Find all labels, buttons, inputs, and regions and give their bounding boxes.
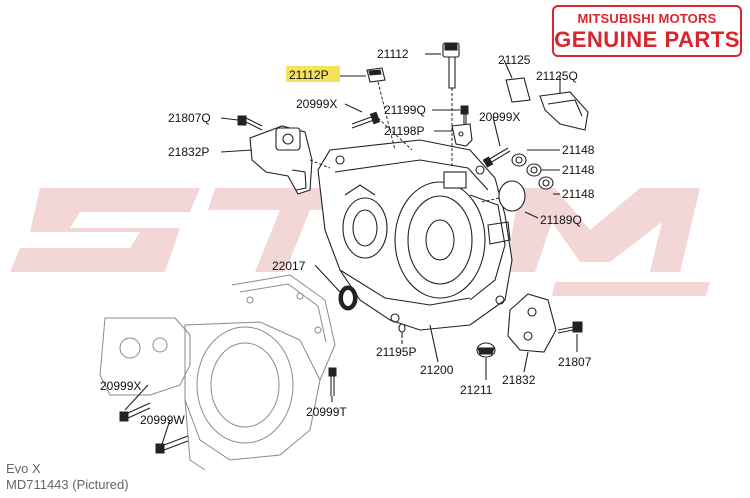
- callout-20999x-right: 20999X: [479, 110, 520, 124]
- part-21112p-connector: [366, 67, 396, 151]
- callout-21211: 21211: [460, 383, 493, 397]
- part-21832p-mount: [249, 125, 331, 195]
- part-21125q-cover: [539, 91, 589, 131]
- part-21832-bracket: [507, 293, 557, 353]
- part-22017-seal: [338, 285, 358, 311]
- callout-21148-c: 21148: [562, 187, 595, 201]
- callout-21112p: 21112P: [289, 68, 329, 82]
- transmission-case: [317, 139, 513, 331]
- callout-20999w: 20999W: [140, 413, 185, 427]
- part-21211-plug: [476, 342, 496, 358]
- diagram-caption: Evo X MD711443 (Pictured): [6, 461, 129, 493]
- part-20999t-bolt: [328, 367, 337, 396]
- genuine-parts-badge: MITSUBISHI MOTORS GENUINE PARTS: [552, 5, 742, 57]
- callout-20999x-left: 20999X: [100, 379, 141, 393]
- callout-labels: 21112 21112P 20999X 21199Q 21198P 21125 …: [100, 47, 595, 427]
- part-20999x-bolt-left: [119, 402, 151, 422]
- callout-21832: 21832: [502, 373, 536, 387]
- callout-21807q: 21807Q: [168, 111, 211, 125]
- leader-lines: [124, 53, 578, 445]
- callout-highlight: [286, 66, 340, 82]
- callout-21189q: 21189Q: [540, 213, 582, 227]
- part-21125-gasket: [505, 77, 531, 103]
- part-20999x-bolt-right: [482, 147, 511, 168]
- callout-21112: 21112: [377, 47, 409, 61]
- part-20999x-bolt-top: [351, 111, 413, 151]
- brand-tagline: GENUINE PARTS: [554, 27, 740, 52]
- caption-model: Evo X: [6, 461, 41, 476]
- callout-21148-a: 21148: [562, 143, 595, 157]
- part-21189q-disc: [481, 180, 526, 212]
- callout-21807: 21807: [558, 355, 592, 369]
- callout-21148-b: 21148: [562, 163, 595, 177]
- callout-21198p: 21198P: [384, 124, 424, 138]
- callout-20999x-top: 20999X: [296, 97, 337, 111]
- callout-22017: 22017: [272, 259, 306, 273]
- part-20999w-bolt: [155, 435, 189, 454]
- callout-21125q: 21125Q: [536, 69, 578, 83]
- callout-21832p: 21832P: [168, 145, 209, 159]
- part-21807-bolt: [557, 321, 583, 334]
- part-21195p-pin: [398, 323, 406, 338]
- part-21148-bushings: [511, 153, 554, 190]
- callout-21199q: 21199Q: [384, 103, 426, 117]
- caption-part-number: MD711443 (Pictured): [6, 477, 129, 492]
- rear-cover-outline: [99, 274, 336, 471]
- callout-21125: 21125: [498, 53, 531, 67]
- part-21807q-bolt: [237, 115, 263, 131]
- brand-name: MITSUBISHI MOTORS: [577, 11, 717, 26]
- part-21198p-bracket: [451, 123, 473, 147]
- callout-21195p: 21195P: [376, 345, 416, 359]
- callout-21200: 21200: [420, 363, 454, 377]
- callout-20999t: 20999T: [306, 405, 347, 419]
